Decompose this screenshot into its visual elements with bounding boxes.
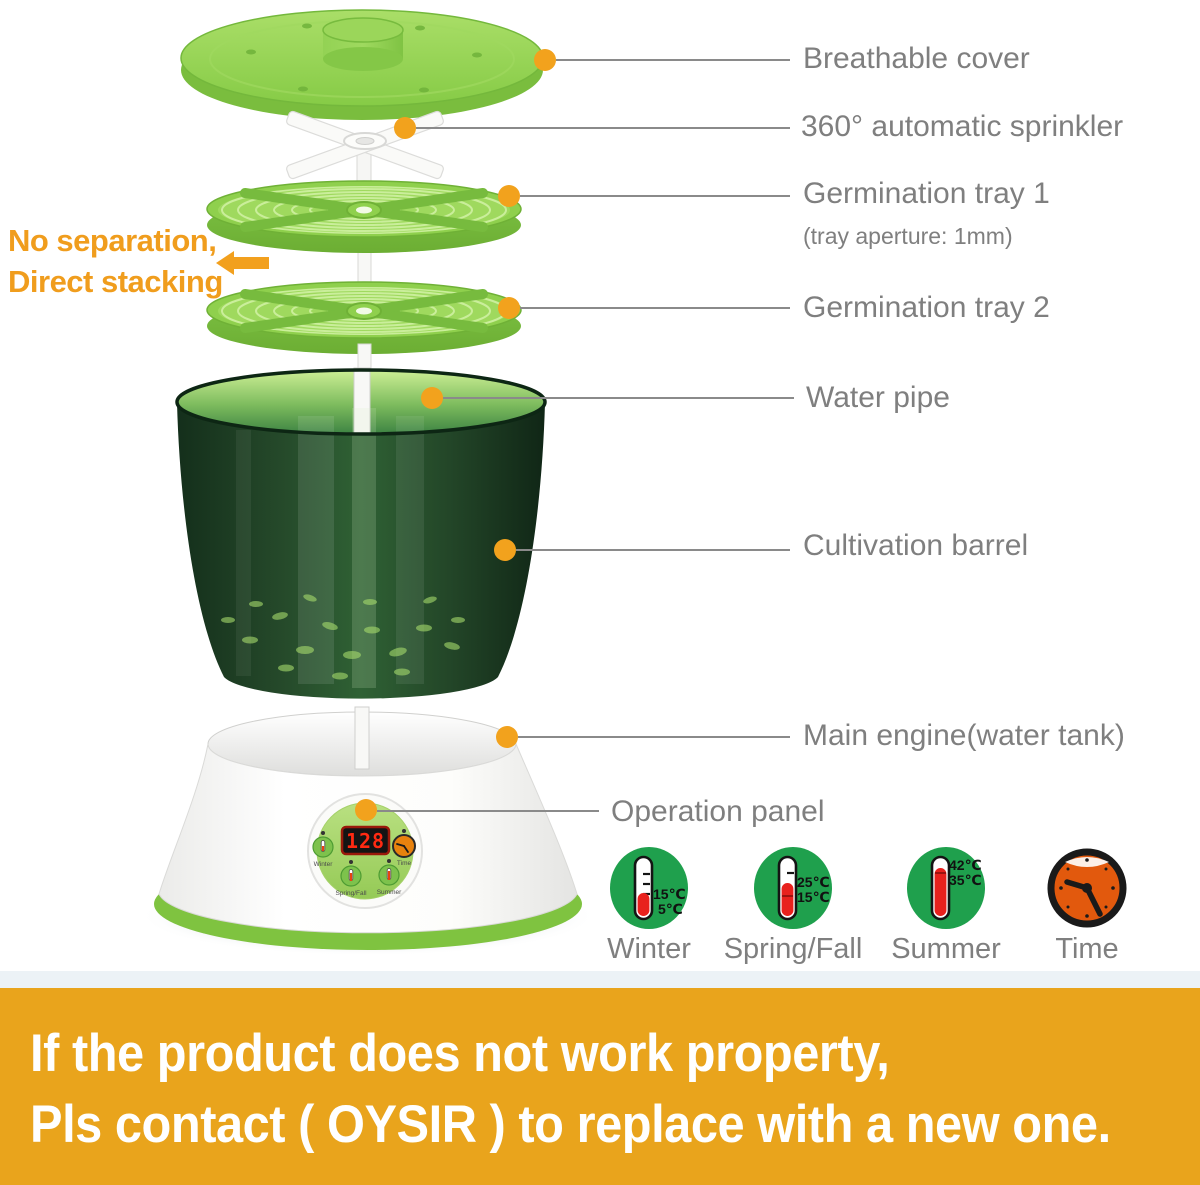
stacking-note-line1: No separation, [8,223,217,258]
callout-label-operation-panel: Operation panel [611,795,825,830]
callout-text: Germination tray 2 [803,291,1050,324]
winter-temp-low: 5℃ [658,901,683,917]
sprouter-exploded-illustration: 128 Winter Time Spring/Fall Summer [140,9,794,956]
season-label: Time [1055,933,1119,965]
spring-fall-temp-low: 15℃ [797,889,830,905]
callout-label-breathable-cover: Breathable cover [803,42,1030,77]
callout-label-germination-tray-2: Germination tray 2 [803,291,1050,326]
summer-temp-high: 42℃ [949,857,982,873]
water-pipe-segment-base [354,706,370,770]
callout-dots [355,49,556,821]
panel-winter-label: Winter [314,861,334,868]
germination-tray-1-part [206,180,522,253]
callout-text: Operation panel [611,795,825,828]
season-label: Summer [891,933,1001,965]
callout-text: Germination tray 1 [803,177,1050,210]
panel-led-display [340,825,391,856]
breathable-cover-part [180,9,544,120]
callout-text: Cultivation barrel [803,529,1029,562]
season-label: Spring/Fall [723,933,863,965]
season-time: Time [1007,846,1167,966]
spring-fall-temp-high: 25℃ [797,874,830,890]
callout-leader-lines [377,59,794,812]
season-label: Winter [607,933,691,965]
warranty-banner: If the product does not work property, P… [0,988,1200,1185]
panel-summer-label: Summer [377,889,402,896]
callout-text: Breathable cover [803,42,1030,75]
panel-spring-fall-label: Spring/Fall [335,890,367,897]
callout-text: Water pipe [806,381,950,414]
callout-label-sprinkler: 360° automatic sprinkler [801,110,1123,145]
winter-thermometer-icon: 15℃ 5℃ [610,847,688,929]
summer-temp-low: 35℃ [949,872,982,888]
spring-fall-thermometer-icon: 25℃ 15℃ [754,847,832,929]
time-clock-icon [1047,848,1127,928]
callout-subtext-tray-aperture: (tray aperture: 1mm) [803,222,1013,249]
callout-label-water-pipe: Water pipe [806,381,950,416]
banner-line1: If the product does not work property, [30,1024,890,1083]
callout-label-germination-tray-1: Germination tray 1 (tray aperture: 1mm) [803,177,1050,249]
sprout-seeds [221,594,465,680]
germination-tray-2-part [206,281,522,354]
summer-thermometer-icon: 42℃ 35℃ [907,847,985,929]
winter-temp-high: 15℃ [653,886,686,902]
callout-label-main-engine: Main engine(water tank) [803,719,1125,754]
warranty-banner-text: If the product does not work property, P… [30,1018,1111,1160]
season-spring-fall: 25℃ 15℃ Spring/Fall [713,846,873,966]
panel-time-label: Time [397,860,412,867]
stacking-note: No separation, Direct stacking [8,221,223,303]
season-summer: 42℃ 35℃ Summer [866,846,1026,966]
callout-text: 360° automatic sprinkler [801,110,1124,143]
light-divider-strip [0,971,1200,988]
season-winter: 15℃ 5℃ Winter [569,846,729,966]
callout-text: Main engine(water tank) [803,719,1125,752]
callout-label-cultivation-barrel: Cultivation barrel [803,529,1028,564]
panel-display-value: 128 [346,829,385,853]
stacking-note-line2: Direct stacking [8,263,223,299]
banner-line2: Pls contact ( OYSIR ) to replace with a … [30,1095,1111,1155]
cover-vent-holes [246,23,482,93]
left-arrow-icon [216,251,269,275]
cultivation-barrel-part [175,367,547,699]
